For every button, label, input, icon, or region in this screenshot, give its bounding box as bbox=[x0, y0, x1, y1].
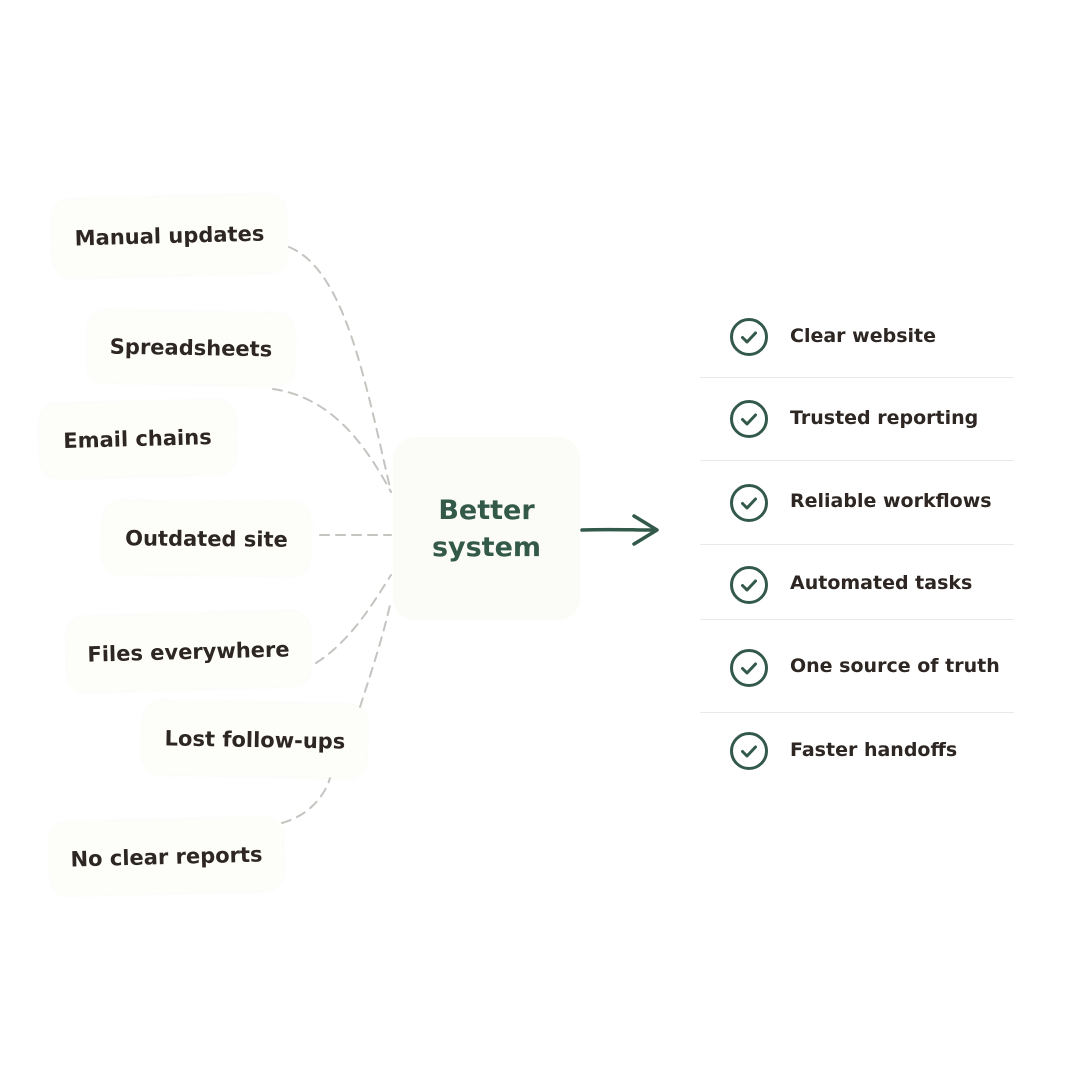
result-label: Faster handoffs bbox=[790, 739, 958, 761]
connector-lost-follow-ups bbox=[359, 599, 392, 708]
arrow-right-icon bbox=[580, 514, 659, 546]
connector-spreadsheets bbox=[272, 388, 392, 493]
problem-no-clear-reports: No clear reports bbox=[49, 816, 284, 897]
result-label: Clear website bbox=[790, 325, 936, 347]
hub-title-line-2: system bbox=[431, 531, 542, 563]
problem-spreadsheets: Spreadsheets bbox=[87, 310, 295, 386]
connector-files-everywhere bbox=[315, 574, 392, 664]
hub-title-line-1: Better bbox=[438, 494, 535, 526]
check-circle-icon bbox=[730, 649, 768, 687]
result-item: Faster handoffs bbox=[700, 713, 1014, 791]
result-item: Clear website bbox=[700, 296, 1014, 378]
problem-label: Email chains bbox=[63, 425, 212, 453]
check-circle-icon bbox=[730, 566, 768, 604]
problem-label: Files everywhere bbox=[87, 636, 290, 667]
problem-email-chains: Email chains bbox=[39, 399, 236, 479]
result-label: One source of truth bbox=[790, 655, 1000, 677]
problem-label: Outdated site bbox=[125, 525, 288, 552]
check-circle-icon bbox=[730, 318, 768, 356]
problem-label: Spreadsheets bbox=[109, 334, 273, 362]
problem-lost-follow-ups: Lost follow-ups bbox=[142, 701, 368, 778]
check-circle-icon bbox=[730, 732, 768, 770]
problem-files-everywhere: Files everywhere bbox=[66, 610, 311, 693]
connector-manual-updates bbox=[288, 246, 392, 493]
problem-label: No clear reports bbox=[70, 841, 263, 872]
result-item: Automated tasks bbox=[700, 545, 1014, 620]
result-label: Trusted reporting bbox=[790, 407, 979, 429]
results-list: Clear website Trusted reporting Reliable… bbox=[700, 296, 1014, 791]
result-label: Automated tasks bbox=[790, 572, 973, 594]
check-circle-icon bbox=[730, 400, 768, 438]
problem-outdated-site: Outdated site bbox=[102, 501, 311, 576]
problem-label: Lost follow-ups bbox=[164, 725, 346, 754]
result-item: One source of truth bbox=[700, 620, 1014, 713]
connector-no-clear-reports bbox=[281, 777, 331, 824]
problem-manual-updates: Manual updates bbox=[52, 193, 287, 279]
problem-label: Manual updates bbox=[74, 221, 265, 251]
better-system-hub: Better system bbox=[393, 437, 580, 620]
result-label: Reliable workflows bbox=[790, 490, 992, 512]
result-item: Reliable workflows bbox=[700, 461, 1014, 545]
result-item: Trusted reporting bbox=[700, 378, 1014, 461]
check-circle-icon bbox=[730, 484, 768, 522]
